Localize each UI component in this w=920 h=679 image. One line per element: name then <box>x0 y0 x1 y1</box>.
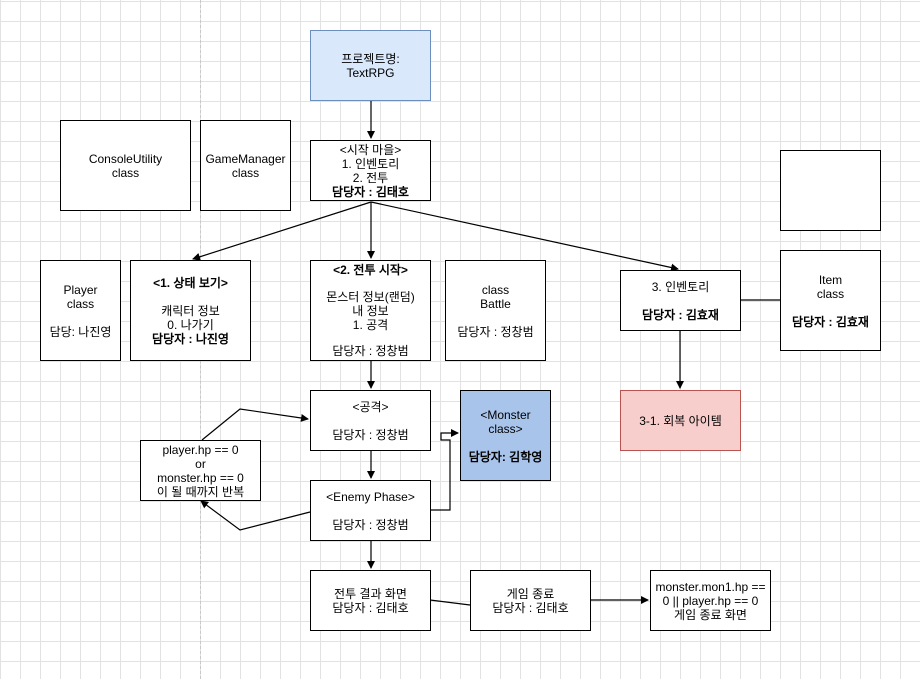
node-text: 3-1. 회복 아이템 <box>639 413 722 428</box>
status-view-node[interactable]: <1. 상태 보기> 캐릭터 정보 0. 나가기 담당자 : 나진영 <box>130 260 251 361</box>
battle-result-node[interactable]: 전투 결과 화면 담당자 : 김태호 <box>310 570 431 631</box>
loop-condition-node[interactable]: player.hp == 0 or monster.hp == 0 이 될 때까… <box>140 440 261 501</box>
node-text: 1. 인벤토리 <box>341 156 400 171</box>
node-text: <시작 마을> <box>339 142 402 157</box>
owner-name: 김태호 <box>375 184 409 199</box>
node-text: 0 || player.hp == 0 <box>662 593 759 608</box>
owner-name: 김학영 <box>509 449 543 464</box>
owner-label: 담당자 : <box>332 184 373 199</box>
recovery-item-node[interactable]: 3-1. 회복 아이템 <box>620 390 741 451</box>
owner-name: 김효재 <box>835 314 869 329</box>
node-text: 게임 종료 <box>506 586 555 601</box>
owner-name: 나진영 <box>195 331 229 346</box>
node-text: player.hp == 0 <box>162 442 239 457</box>
item-class-node[interactable]: Item class 담당자 : 김효재 <box>780 250 881 351</box>
player-class-node[interactable]: Player class 담당: 나진영 <box>40 260 121 361</box>
node-text: 1. 공격 <box>352 317 389 332</box>
node-title: <1. 상태 보기> <box>153 275 228 290</box>
node-title: <2. 전투 시작> <box>333 263 408 277</box>
battle-start-node[interactable]: <2. 전투 시작> 몬스터 정보(랜덤) 내 정보 1. 공격 담당자 : 정… <box>310 260 431 361</box>
node-text: or <box>195 456 206 471</box>
owner-line: 담당: 나진영 <box>49 324 112 339</box>
node-text: <Monster <box>480 407 531 422</box>
node-text: 게임 종료 화면 <box>674 607 747 622</box>
node-text: class <box>111 165 140 180</box>
owner-line: 담당자 : 김효재 <box>642 308 719 322</box>
node-text: 2. 전투 <box>352 170 389 185</box>
owner-name: 김효재 <box>685 307 719 322</box>
node-text: 0. 나가기 <box>167 317 214 332</box>
node-text: 전투 결과 화면 <box>334 586 407 601</box>
edge-village-to-inventory <box>370 201 679 272</box>
node-text: <공격> <box>352 399 389 414</box>
node-text: monster.mon1.hp == <box>655 579 766 594</box>
empty-node[interactable] <box>780 150 881 231</box>
node-text: class <box>66 296 95 311</box>
project-label: 프로젝트명: <box>341 51 400 66</box>
node-text: class <box>816 286 845 301</box>
game-manager-node[interactable]: GameManager class <box>200 120 291 211</box>
node-text: class <box>481 282 510 297</box>
node-text: 몬스터 정보(랜덤) <box>326 289 415 304</box>
game-over-node[interactable]: 게임 종료 담당자 : 김태호 <box>470 570 591 631</box>
owner-line: 담당자 : 김태호 <box>492 600 569 615</box>
owner-line: 담당자 : 정창범 <box>332 517 409 532</box>
console-utility-node[interactable]: ConsoleUtility class <box>60 120 191 211</box>
owner-line: 담당자 : 정창범 <box>457 324 534 339</box>
project-name: TextRPG <box>346 65 395 80</box>
owner-label: 담당자 : <box>792 314 833 329</box>
node-text: class <box>231 165 260 180</box>
monster-class-node[interactable]: <Monster class> 담당자: 김학영 <box>460 390 551 481</box>
node-text: 이 될 때까지 반복 <box>156 484 245 499</box>
node-text: monster.hp == 0 <box>157 470 244 485</box>
edge-result-to-gameover <box>429 599 471 606</box>
node-text: class> <box>488 421 523 436</box>
edge-enemy-to-monster <box>430 429 459 511</box>
battle-class-node[interactable]: class Battle 담당자 : 정창범 <box>445 260 546 361</box>
owner-line: 담당자 : 정창범 <box>332 427 409 442</box>
node-text: ConsoleUtility <box>88 151 163 166</box>
owner-label: 담당자 : <box>642 307 683 322</box>
node-text: 캐릭터 정보 <box>161 303 220 318</box>
node-text: Player <box>63 282 98 297</box>
owner-label: 담당자: <box>468 449 506 464</box>
node-text: <Enemy Phase> <box>326 489 415 504</box>
end-condition-node[interactable]: monster.mon1.hp == 0 || player.hp == 0 게… <box>650 570 771 631</box>
node-text: GameManager <box>205 151 286 166</box>
node-text: Item <box>818 272 843 287</box>
edge-village-to-status <box>192 201 372 261</box>
enemy-phase-node[interactable]: <Enemy Phase> 담당자 : 정창범 <box>310 480 431 541</box>
inventory-node[interactable]: 3. 인벤토리 담당자 : 김효재 <box>620 270 741 331</box>
attack-node[interactable]: <공격> 담당자 : 정창범 <box>310 390 431 451</box>
edge-enemy-to-loop <box>200 500 311 531</box>
node-text: Battle <box>480 296 511 311</box>
start-village-node[interactable]: <시작 마을> 1. 인벤토리 2. 전투 담당자 : 김태호 <box>310 140 431 201</box>
owner-line: 담당자 : 정창범 <box>332 344 409 358</box>
owner-line: 담당자 : 김태호 <box>332 185 409 199</box>
owner-line: 담당자 : 나진영 <box>152 332 229 346</box>
edge-loop-to-attack <box>201 408 309 441</box>
owner-line: 담당자 : 김태호 <box>332 600 409 615</box>
node-text: 3. 인벤토리 <box>651 279 710 294</box>
owner-line: 담당자: 김학영 <box>469 450 543 464</box>
node-text: 내 정보 <box>352 303 389 318</box>
owner-label: 담당자 : <box>152 331 193 346</box>
project-node[interactable]: 프로젝트명: TextRPG <box>310 30 431 101</box>
owner-line: 담당자 : 김효재 <box>792 315 869 329</box>
